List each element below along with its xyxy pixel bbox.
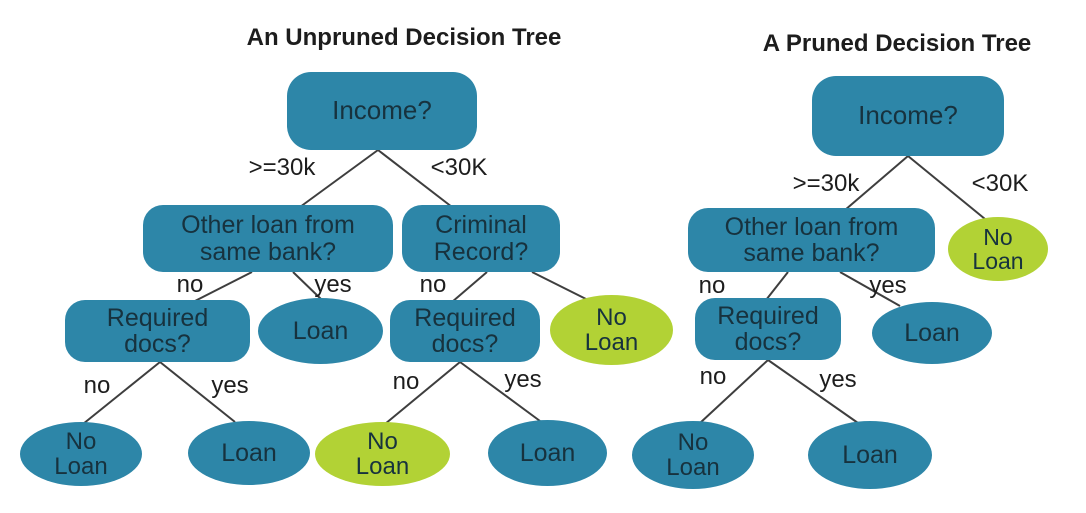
unpruned-branch-label-docsleft-yes: yes	[211, 372, 249, 399]
unpruned-branch-label-other-yes: yes	[314, 271, 352, 298]
unpruned-branch-label-docsright-yes: yes	[504, 366, 542, 393]
unpruned-node-criminal-record: Criminal Record?	[402, 205, 560, 272]
pruned-branch-label-lt30k: <30K	[971, 170, 1029, 197]
pruned-leaf-no-loan: No Loan	[632, 421, 754, 489]
pruned-node-other-loan: Other loan from same bank?	[688, 208, 935, 272]
pruned-leaf-no-loan-low-income: No Loan	[948, 217, 1048, 281]
pruned-node-income: Income?	[812, 76, 1004, 156]
unpruned-leaf-no-loan-mid: No Loan	[315, 422, 450, 486]
pruned-node-required-docs: Required docs?	[695, 298, 841, 360]
pruned-branch-label-docs-yes: yes	[819, 366, 857, 393]
unpruned-branch-label-lt30k: <30K	[430, 154, 488, 181]
pruned-branch-label-ge30k: >=30k	[792, 170, 860, 197]
unpruned-leaf-loan-left: Loan	[188, 421, 310, 485]
unpruned-node-other-loan: Other loan from same bank?	[143, 205, 393, 272]
pruned-branch-label-other-yes: yes	[869, 272, 907, 299]
pruned-branch-label-docs-no: no	[699, 363, 727, 390]
edge-pruned-otherloan-to-reqdocs	[765, 271, 789, 301]
edge-unpruned-criminal-to-reqdocs	[451, 271, 488, 303]
unpruned-tree-title: An Unpruned Decision Tree	[246, 24, 562, 51]
unpruned-leaf-loan-right: Loan	[488, 420, 607, 486]
unpruned-branch-label-docsright-no: no	[392, 368, 420, 395]
unpruned-branch-label-criminal-no: no	[419, 271, 447, 298]
unpruned-node-required-docs-right: Required docs?	[390, 300, 540, 362]
pruned-tree-title: A Pruned Decision Tree	[762, 30, 1032, 57]
unpruned-node-income: Income?	[287, 72, 477, 150]
edge-unpruned-criminal-to-noloan	[531, 271, 589, 301]
unpruned-branch-label-other-no: no	[176, 271, 204, 298]
pruned-leaf-loan-after-other-yes: Loan	[872, 302, 992, 364]
unpruned-branch-label-ge30k: >=30k	[248, 154, 316, 181]
unpruned-leaf-no-loan-far-left: No Loan	[20, 422, 142, 486]
unpruned-node-required-docs-left: Required docs?	[65, 300, 250, 362]
unpruned-leaf-loan-after-other-yes: Loan	[258, 298, 383, 364]
pruned-leaf-loan: Loan	[808, 421, 932, 489]
pruned-branch-label-other-no: no	[698, 272, 726, 299]
unpruned-branch-label-docsleft-no: no	[83, 372, 111, 399]
unpruned-leaf-no-loan-after-criminal: No Loan	[550, 295, 673, 365]
